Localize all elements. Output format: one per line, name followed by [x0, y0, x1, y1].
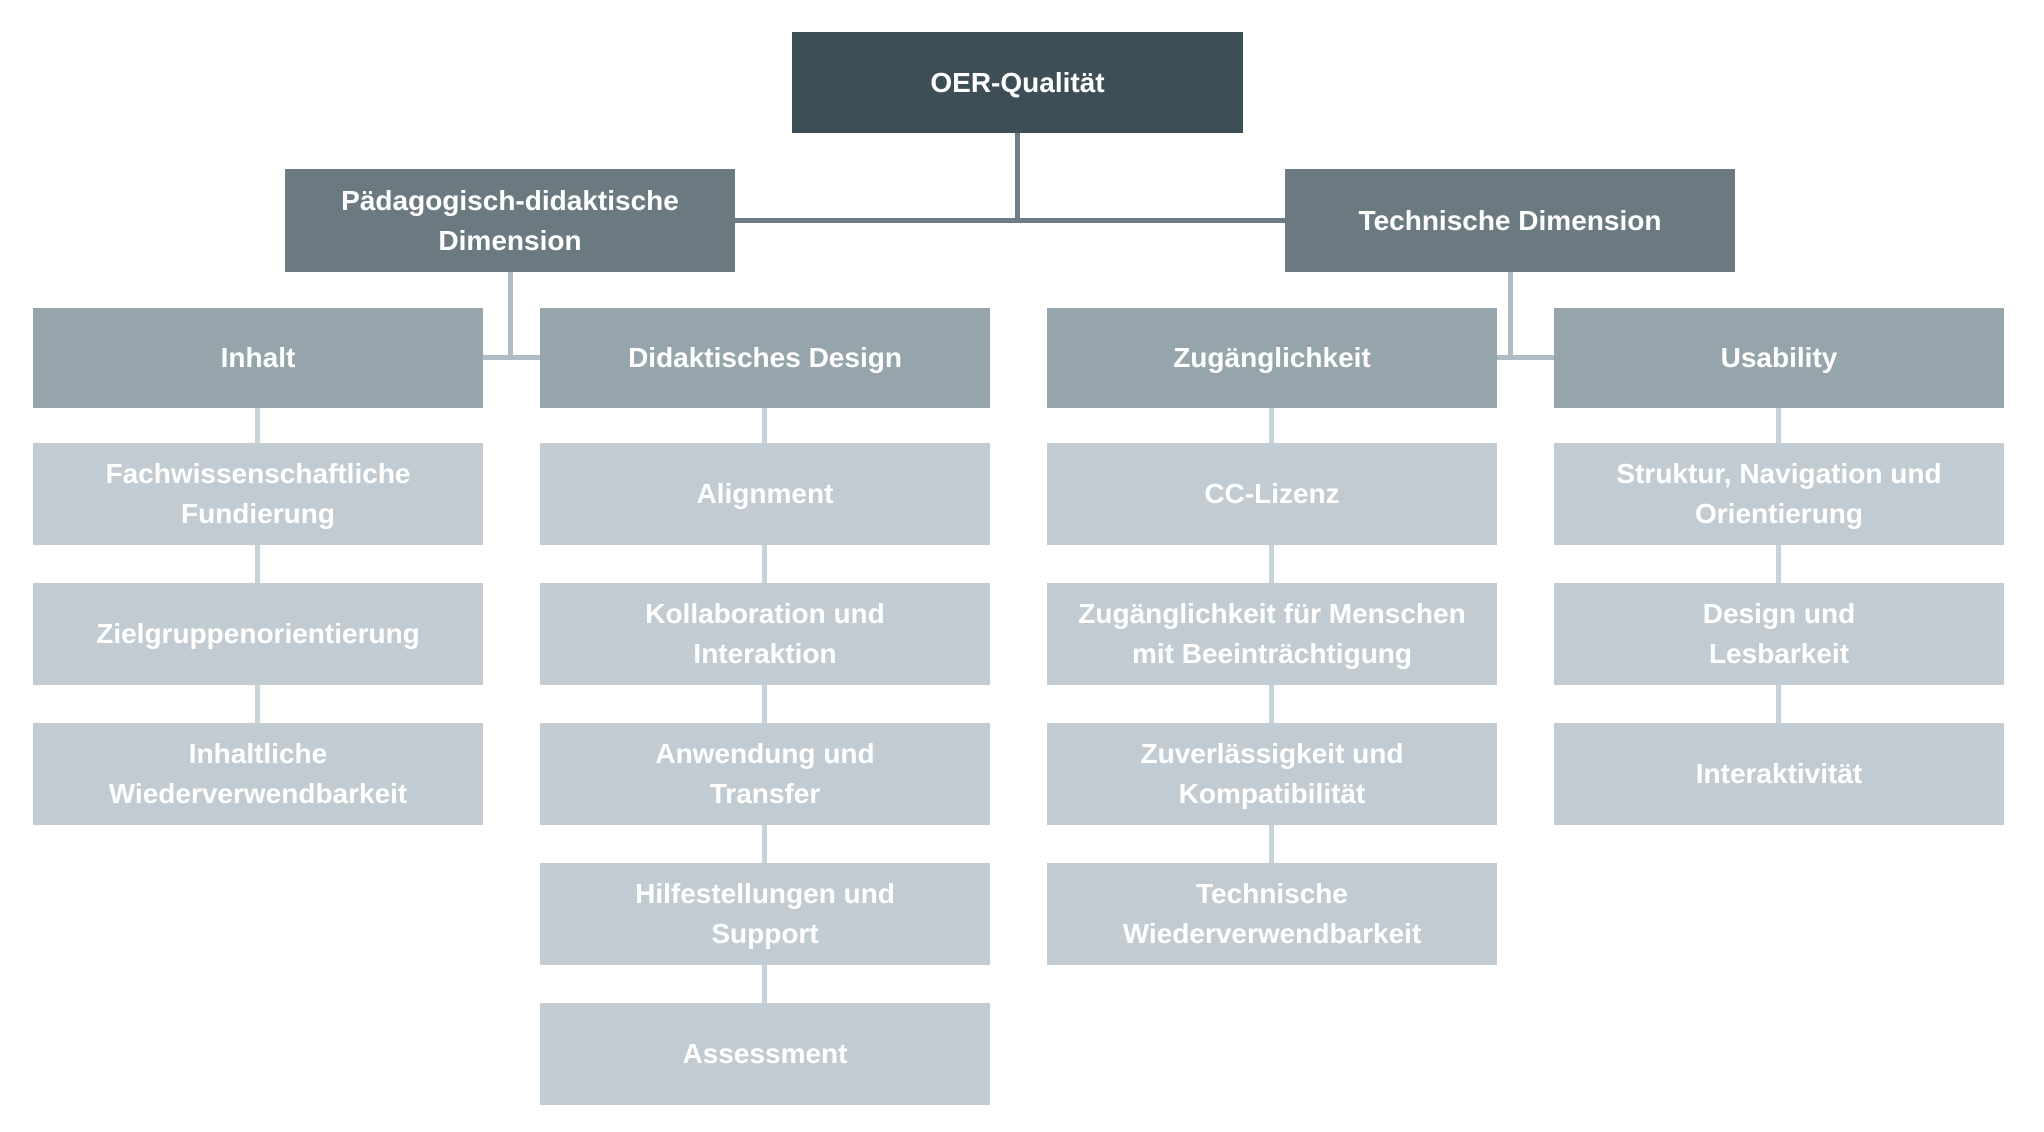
connector-usability-1	[1776, 545, 1781, 583]
node-category-didaktisches-design: Didaktisches Design	[540, 308, 990, 408]
node-oer-qualitaet: OER-Qualität	[792, 32, 1243, 133]
connector-paedagogisch-vertical	[508, 272, 513, 360]
connector-zugaenglichkeit-0	[1269, 408, 1274, 443]
connector-zugaenglichkeit-2	[1269, 685, 1274, 723]
node-design-und-lesbarkeit: Design und Lesbarkeit	[1554, 583, 2004, 685]
connector-technisch-horizontal	[1497, 355, 1554, 360]
connector-zugaenglichkeit-1	[1269, 545, 1274, 583]
node-cc-lizenz: CC-Lizenz	[1047, 443, 1497, 545]
connector-usability-2	[1776, 685, 1781, 723]
node-interaktivitaet: Interaktivität	[1554, 723, 2004, 825]
connector-didaktik-4	[762, 965, 767, 1003]
connector-zugaenglichkeit-3	[1269, 825, 1274, 863]
connector-inhalt-1	[255, 545, 260, 583]
node-zugaenglichkeit-fuer-menschen: Zugänglichkeit für Menschen mit Beeinträ…	[1047, 583, 1497, 685]
node-anwendung-und-transfer: Anwendung und Transfer	[540, 723, 990, 825]
node-fachwissenschaftliche-fundierung: Fachwissenschaftliche Fundierung	[33, 443, 483, 545]
connector-didaktik-0	[762, 408, 767, 443]
connector-didaktik-1	[762, 545, 767, 583]
node-paedagogisch-didaktische-dimension: Pädagogisch-didaktische Dimension	[285, 169, 735, 272]
connector-usability-0	[1776, 408, 1781, 443]
node-alignment: Alignment	[540, 443, 990, 545]
node-technische-dimension: Technische Dimension	[1285, 169, 1735, 272]
connector-paedagogisch-horizontal	[483, 355, 540, 360]
connector-didaktik-3	[762, 825, 767, 863]
node-hilfestellungen-und-support: Hilfestellungen und Support	[540, 863, 990, 965]
node-kollaboration-und-interaktion: Kollaboration und Interaktion	[540, 583, 990, 685]
node-struktur-navigation-orientierung: Struktur, Navigation und Orientierung	[1554, 443, 2004, 545]
node-inhaltliche-wiederverwendbarkeit: Inhaltliche Wiederverwendbarkeit	[33, 723, 483, 825]
node-category-zugaenglichkeit: Zugänglichkeit	[1047, 308, 1497, 408]
node-category-usability: Usability	[1554, 308, 2004, 408]
connector-root-vertical	[1015, 133, 1020, 223]
connector-technisch-vertical	[1508, 272, 1513, 360]
node-assessment: Assessment	[540, 1003, 990, 1105]
node-zielgruppenorientierung: Zielgruppenorientierung	[33, 583, 483, 685]
node-zuverlaessigkeit-und-kompatibilitaet: Zuverlässigkeit und Kompatibilität	[1047, 723, 1497, 825]
connector-root-horizontal	[735, 218, 1285, 223]
node-category-inhalt: Inhalt	[33, 308, 483, 408]
connector-inhalt-0	[255, 408, 260, 443]
node-technische-wiederverwendbarkeit: Technische Wiederverwendbarkeit	[1047, 863, 1497, 965]
connector-inhalt-2	[255, 685, 260, 723]
connector-didaktik-2	[762, 685, 767, 723]
